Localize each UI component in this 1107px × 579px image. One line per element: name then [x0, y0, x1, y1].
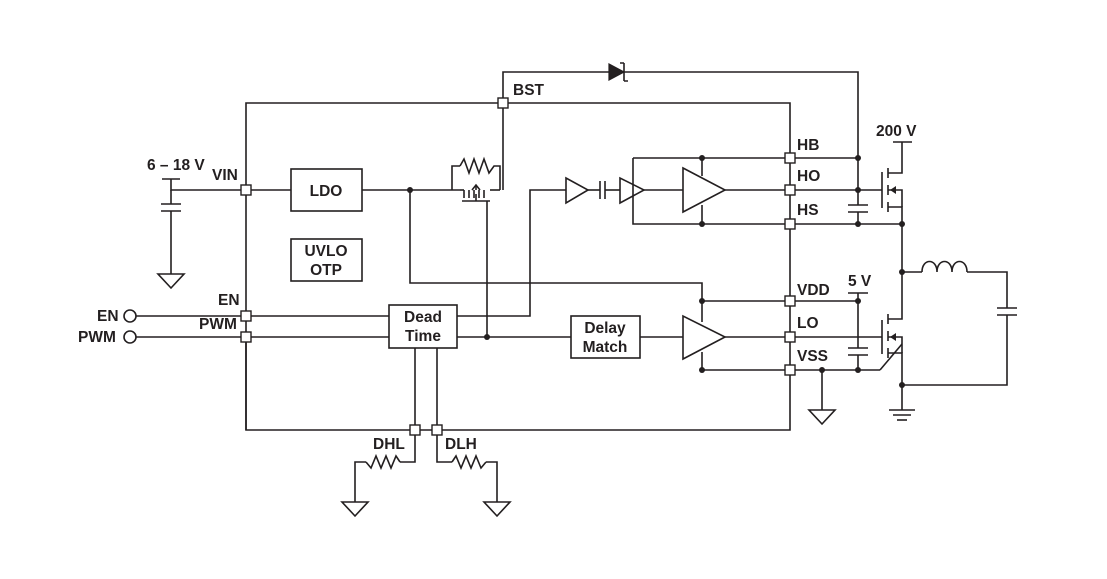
- high-voltage-label: 200 V: [876, 123, 917, 140]
- external-labels: 6 – 18 V EN PWM 200 V 5 V: [78, 123, 917, 346]
- delay-match-block: Delay Match: [570, 315, 641, 359]
- otp-label: OTP: [310, 262, 342, 279]
- pin-vdd: [784, 295, 796, 307]
- uvlo-label: UVLO: [304, 243, 347, 260]
- external-half-bridge: [790, 141, 1017, 421]
- match-label: Match: [583, 339, 628, 356]
- pin-hs: [784, 218, 796, 230]
- junction-dots: [407, 155, 905, 388]
- ldo-block: LDO: [290, 168, 363, 212]
- vss-label: VSS: [797, 348, 828, 365]
- pin-bst: [497, 97, 509, 109]
- pwm-input-label: PWM: [78, 329, 116, 346]
- delay-label: Delay: [584, 320, 626, 337]
- vdd-supply-label: 5 V: [848, 273, 872, 290]
- ground-symbol-vin: [156, 273, 186, 290]
- ho-label: HO: [797, 168, 820, 185]
- pin-labels: VIN EN PWM BST HB HO HS VDD LO VSS DHL D…: [199, 82, 830, 453]
- dlh-label: DLH: [445, 436, 477, 453]
- bootstrap-diode: [502, 62, 859, 158]
- time-label: Time: [405, 328, 441, 345]
- hs-label: HS: [797, 202, 819, 219]
- uvlo-otp-block: UVLO OTP: [290, 238, 363, 282]
- supply-range-label: 6 – 18 V: [147, 157, 205, 174]
- bootstrap-switch: [451, 103, 504, 337]
- en-pin-label: EN: [218, 292, 240, 309]
- lo-label: LO: [797, 315, 819, 332]
- pin-lo: [784, 331, 796, 343]
- pin-vss: [784, 364, 796, 376]
- pin-en: [240, 310, 252, 322]
- vin-label: VIN: [212, 167, 238, 184]
- en-input-label: EN: [97, 308, 119, 325]
- pin-ho: [784, 184, 796, 196]
- high-side-driver: [457, 157, 790, 317]
- pin-markers: [240, 97, 796, 436]
- dhl-label: DHL: [373, 436, 405, 453]
- deadtime-programming: [340, 348, 512, 518]
- pwm-pin-label: PWM: [199, 316, 237, 333]
- pin-vin: [240, 184, 252, 196]
- pin-dlh: [431, 424, 443, 436]
- hb-label: HB: [797, 137, 819, 154]
- pin-hb: [784, 152, 796, 164]
- bst-label: BST: [513, 82, 545, 99]
- dead-label: Dead: [404, 309, 442, 326]
- pin-dhl: [409, 424, 421, 436]
- vin-input-circuit: [156, 178, 246, 290]
- vdd-label: VDD: [797, 282, 830, 299]
- dead-time-block: Dead Time: [388, 304, 458, 349]
- input-lines: [123, 309, 389, 430]
- ldo-label: LDO: [310, 183, 343, 200]
- pin-pwm: [240, 331, 252, 343]
